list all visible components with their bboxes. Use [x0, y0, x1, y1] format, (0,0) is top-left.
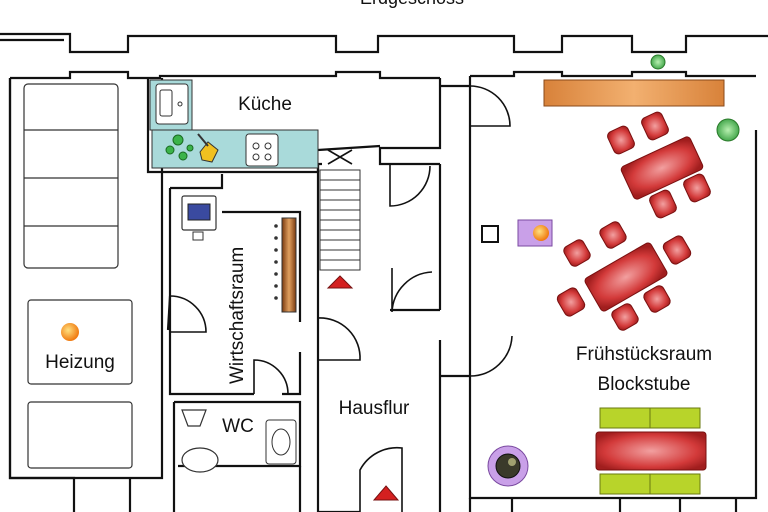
- utility-shelf: [281, 217, 297, 313]
- kitchen: Küche: [149, 79, 319, 169]
- stairs-arrow-icon: [326, 275, 354, 289]
- heating-label: Heizung: [45, 352, 115, 373]
- entrance-arrow-icon: [372, 485, 400, 501]
- sideboard: [543, 79, 725, 107]
- hallway-label: Hausflur: [339, 398, 410, 419]
- table: [595, 431, 707, 471]
- chair: [649, 189, 677, 219]
- bench-table: [595, 407, 707, 495]
- breakfast-room: Frühstücksraum Blockstube: [481, 54, 740, 495]
- floor-title: Erdgeschoss: [360, 0, 464, 8]
- breakfast-label-line2: Blockstube: [598, 374, 691, 395]
- washbasin-icon: [265, 419, 297, 465]
- staircase: [319, 149, 361, 271]
- wc-label: WC: [222, 416, 254, 437]
- chimney: [481, 225, 499, 243]
- storage-shelves: [23, 83, 133, 469]
- chair: [611, 303, 639, 331]
- shelf-pegs: [274, 224, 278, 300]
- washing-machine-icon: [181, 195, 217, 241]
- chair: [599, 221, 627, 249]
- walls: [0, 32, 768, 512]
- urinal-icon: [181, 409, 207, 427]
- kitchen-label: Küche: [238, 94, 292, 115]
- utility-room: Wirtschaftsraum: [181, 195, 297, 384]
- chair: [641, 111, 669, 141]
- wc-room: WC: [181, 409, 297, 473]
- kitchen-dishes-icon: [165, 133, 219, 163]
- stove-fire-icon: [533, 225, 549, 241]
- chair: [683, 173, 711, 203]
- sink-icon: [155, 83, 189, 125]
- chair: [643, 285, 671, 313]
- stove-icon: [245, 133, 279, 167]
- round-stove-icon: [487, 445, 529, 487]
- dining-table-upper: [607, 111, 711, 219]
- chair: [556, 287, 586, 317]
- heater-icon: [61, 323, 79, 341]
- utility-label: Wirtschaftsraum: [227, 247, 248, 384]
- breakfast-label-line1: Frühstücksraum: [576, 344, 712, 365]
- toilet-icon: [181, 447, 219, 473]
- chair: [607, 125, 635, 155]
- plant-icon: [650, 54, 740, 142]
- dining-table-lower: [556, 221, 692, 331]
- chair: [662, 235, 692, 265]
- chair: [563, 239, 591, 267]
- doors: [169, 85, 513, 512]
- heating-room: Heizung: [23, 83, 133, 469]
